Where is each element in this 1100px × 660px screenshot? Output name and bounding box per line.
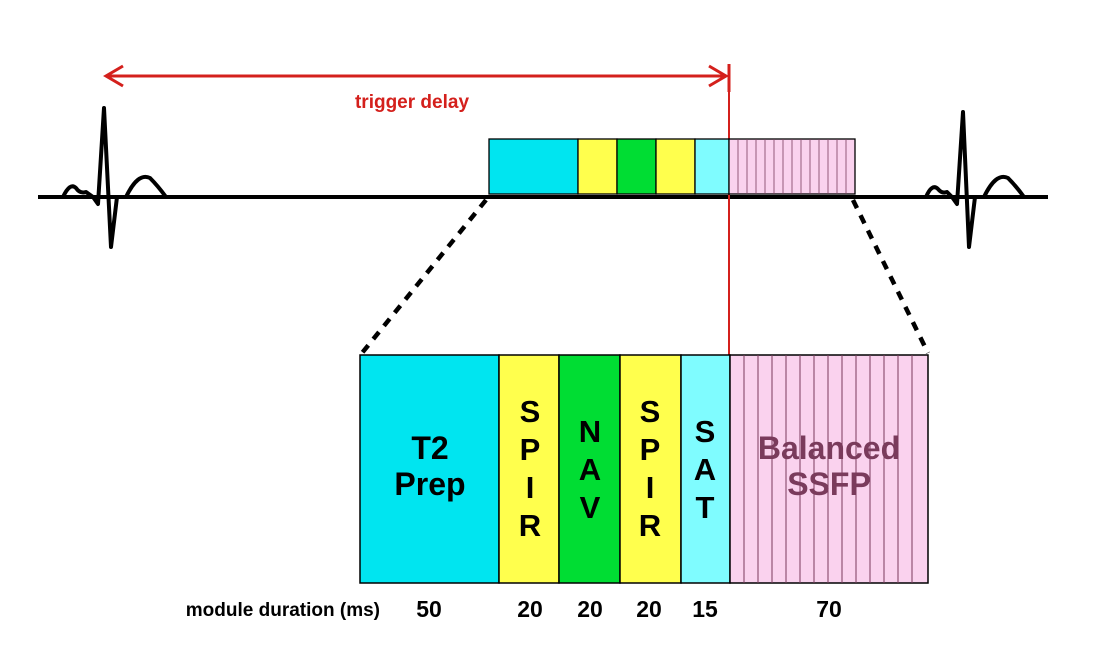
- duration-nav: 20: [577, 596, 603, 622]
- trigger-delay-arrow: [103, 64, 729, 88]
- block-spir-2: [619, 354, 682, 584]
- block-ssfp: [729, 354, 929, 584]
- duration-ssfp: 70: [816, 596, 842, 622]
- module-blocks: [359, 354, 929, 584]
- zoom-line-right: [850, 199, 931, 354]
- ecg-complex-right: [918, 110, 1033, 249]
- block-sat: [680, 354, 731, 584]
- ecg-complex-left: [55, 106, 175, 249]
- strip-spir-2: [655, 138, 696, 195]
- strip-ssfp-hatching: [737, 139, 847, 194]
- duration-spir-1: 20: [517, 596, 543, 622]
- block-ssfp-hatching: [743, 355, 913, 583]
- strip-spir-1: [577, 138, 618, 195]
- zoom-line-left: [360, 198, 488, 355]
- strip-t2prep: [488, 138, 579, 195]
- block-spir-1: [498, 354, 560, 584]
- strip-nav: [616, 138, 657, 195]
- trigger-delay-label: trigger delay: [355, 92, 469, 113]
- block-t2prep: [359, 354, 500, 584]
- sequence-strip: [488, 138, 856, 195]
- strip-sat: [694, 138, 730, 195]
- duration-sat: 15: [692, 596, 718, 622]
- duration-t2prep: 50: [416, 596, 442, 622]
- duration-caption: module duration (ms): [186, 600, 380, 621]
- duration-spir-2: 20: [636, 596, 662, 622]
